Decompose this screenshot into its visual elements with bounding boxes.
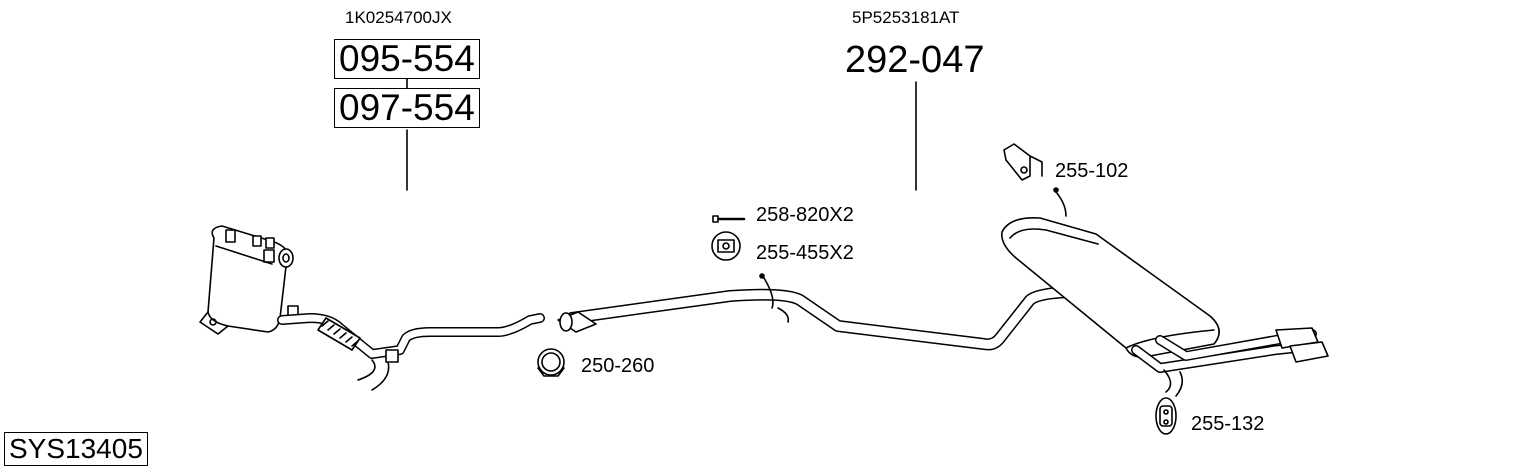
oe-number-rear: 5P5253181AT (852, 8, 960, 27)
bolt-icon (712, 215, 746, 223)
accessory-label-rubber-mount-round[interactable]: 255-455X2 (756, 242, 854, 264)
part-number-dpf-primary[interactable]: 095-554 (334, 39, 480, 79)
system-id-badge: SYS13405 (4, 432, 148, 466)
rear-silencer (1000, 187, 1220, 358)
bracket-icon (1003, 143, 1043, 181)
part-number-rear-section[interactable]: 292-047 (845, 39, 985, 81)
clamp-icon (537, 348, 565, 377)
accessory-label-rubber-mount-oval[interactable]: 255-132 (1191, 413, 1265, 435)
front-pipe (277, 313, 545, 391)
tailpipes (1131, 327, 1329, 397)
accessory-label-bracket[interactable]: 255-102 (1055, 160, 1129, 182)
rubber-mount-oval-icon (1155, 397, 1177, 435)
middle-pipe (557, 273, 1086, 351)
accessory-label-bolt[interactable]: 258-820X2 (756, 204, 854, 226)
accessory-label-clamp[interactable]: 250-260 (581, 355, 655, 377)
oe-number-front: 1K0254700JX (345, 8, 452, 27)
part-number-dpf-alternate[interactable]: 097-554 (334, 88, 480, 128)
rubber-mount-round-icon (711, 231, 741, 261)
